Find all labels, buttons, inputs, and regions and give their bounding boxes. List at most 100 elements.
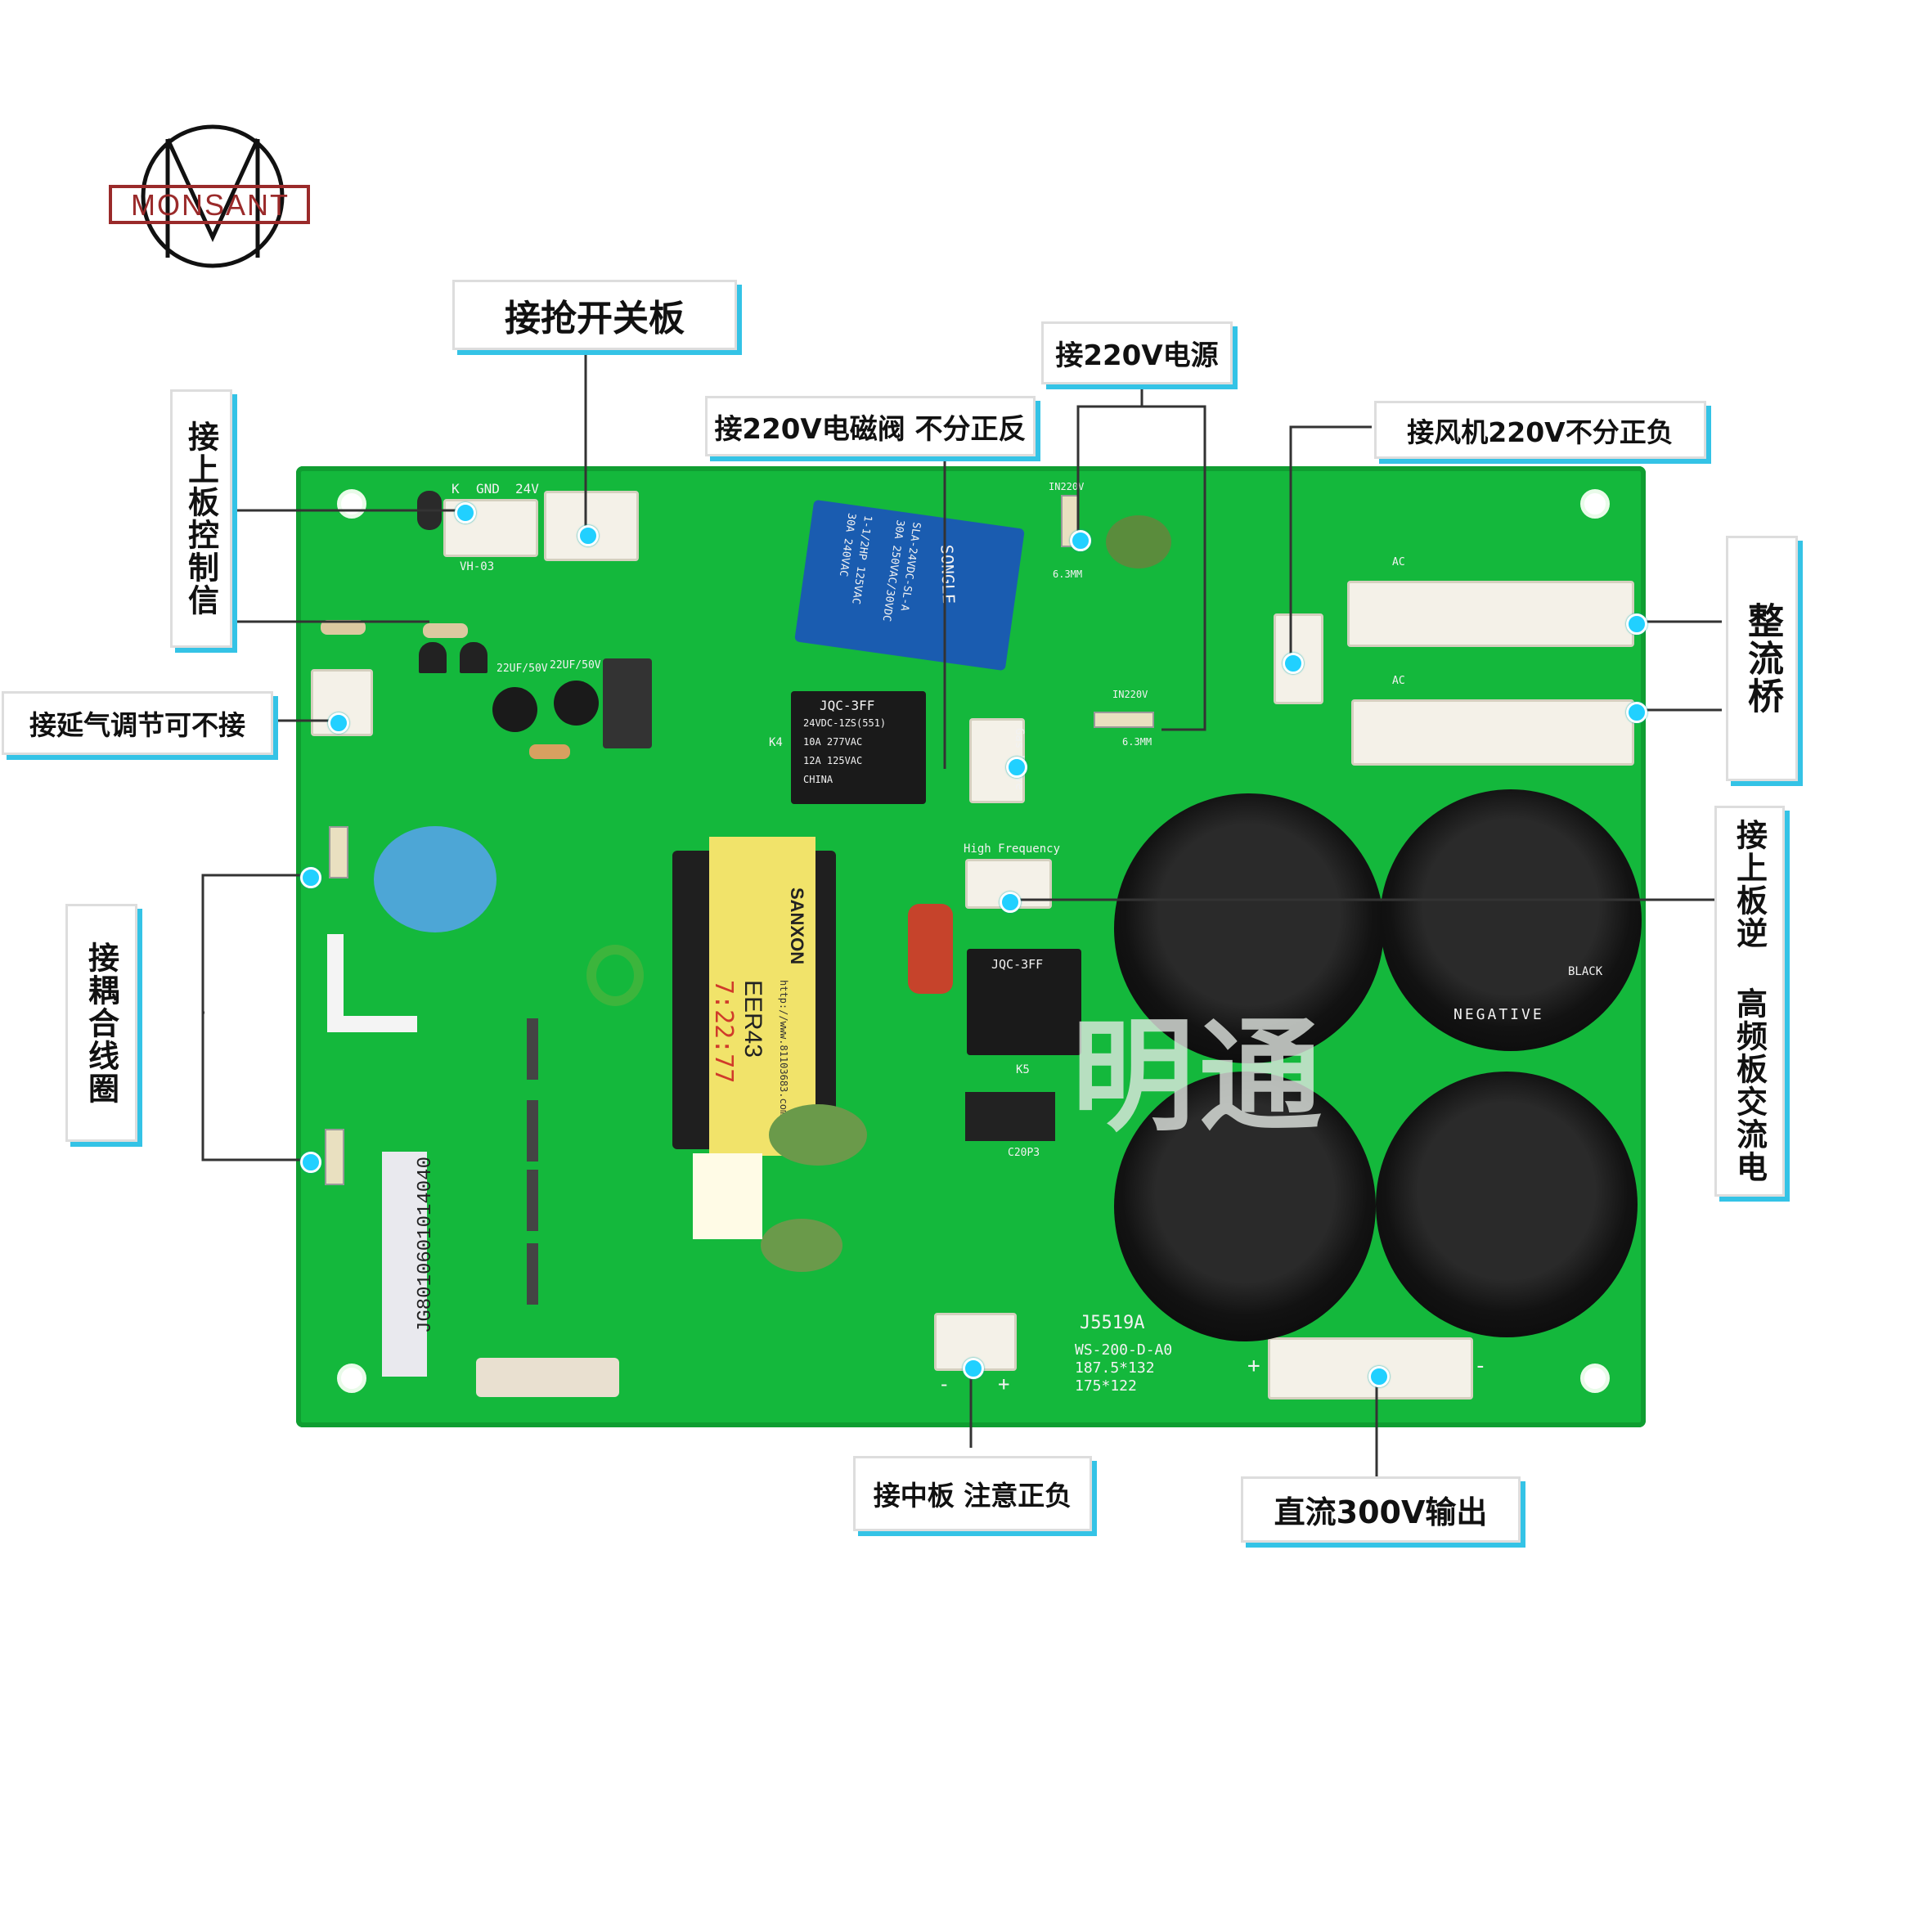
diode — [527, 1018, 538, 1080]
silk-minus: - — [938, 1373, 950, 1395]
silk-ac-1: AC — [1392, 556, 1405, 568]
serial-label: JG8010601014040 — [382, 1152, 437, 1377]
silk-cap2: 22UF/50V — [550, 659, 601, 672]
regulator — [603, 658, 652, 748]
electrolytic-capacitor — [1114, 1072, 1376, 1341]
power-resistor — [476, 1358, 619, 1397]
relay-k4-name: JQC-3FF — [820, 698, 875, 713]
connector-dot-icon — [1006, 757, 1027, 778]
callout-dc-output: 直流300V输出 — [1241, 1476, 1521, 1543]
silk-mm2: 6.3MM — [1122, 736, 1152, 748]
connector-dot-icon — [1626, 613, 1647, 635]
relay-k4-line-4: CHINA — [803, 774, 833, 785]
relay-k5-name: JQC-3FF — [991, 957, 1044, 972]
mount-hole — [1580, 489, 1610, 519]
callout-gun-switch: 接抢开关板 — [452, 280, 737, 350]
resistor — [529, 744, 570, 759]
connector-dot-icon — [1283, 653, 1304, 674]
connector-dot-icon — [1000, 892, 1021, 913]
silk-plus: + — [998, 1373, 1010, 1395]
electrolytic-capacitor — [1376, 1072, 1638, 1337]
relay-k4: JQC-3FF 24VDC-1ZS(551) 10A 277VAC 12A 12… — [791, 691, 926, 804]
callout-mid-board: 接中板 注意正负 — [853, 1456, 1092, 1531]
silk-ac-2: AC — [1392, 675, 1405, 687]
silk-board-id: J5519A — [1080, 1313, 1145, 1333]
watermark: 明通 — [1072, 1006, 1328, 1148]
diode — [527, 1170, 538, 1231]
mosfet — [965, 1092, 1055, 1141]
silk-in220-2: IN220V — [1112, 689, 1148, 700]
mount-hole — [337, 1364, 366, 1393]
capacitor-small — [492, 687, 537, 732]
silk-k4: K4 — [769, 736, 783, 749]
pcb-board: K GND 24V VH-03 22UF/50V 22UF/50V SONGLE… — [296, 466, 1646, 1427]
callout-solenoid: 接220V电磁阀 不分正反 — [705, 396, 1036, 456]
electrolytic-capacitor: NEGATIVE BLACK — [1380, 789, 1642, 1051]
callout-power-220: 接220V电源 — [1041, 321, 1233, 384]
logo-icon — [109, 124, 310, 268]
choke-coil — [374, 826, 496, 932]
silk-vh03: VH-03 — [460, 560, 495, 573]
ntc — [761, 1219, 842, 1272]
connector-dot-icon — [300, 867, 321, 888]
connector-dot-icon — [1070, 530, 1091, 551]
connector-dot-icon — [300, 1152, 321, 1173]
cap-black: BLACK — [1568, 965, 1603, 978]
capacitor-red — [908, 904, 953, 994]
silk-in220-1: IN220V — [1049, 481, 1085, 492]
silk-outline — [327, 1016, 417, 1032]
silk-high-frequency: High Frequency — [964, 842, 1061, 856]
relay-k5: JQC-3FF — [967, 949, 1081, 1055]
cap-negative: NEGATIVE — [1453, 1006, 1544, 1023]
capacitor-small — [554, 681, 599, 726]
resistor — [321, 620, 366, 635]
transistor — [460, 642, 487, 673]
callout-rectifier: 整流桥 — [1726, 536, 1798, 781]
silk-dim2: 175*122 — [1075, 1377, 1137, 1395]
silk-cap1: 22UF/50V — [496, 663, 548, 675]
silk-gnd: GND — [476, 481, 500, 496]
connector-dot-icon — [577, 525, 599, 546]
callout-coupling-coil: 接耦合线圈 — [65, 904, 137, 1142]
connector-dc-output — [1268, 1337, 1473, 1400]
silk-dim1: 187.5*132 — [1075, 1359, 1155, 1377]
ntc — [769, 1104, 867, 1166]
relay-k4-line-3: 12A 125VAC — [803, 755, 863, 766]
logo-text: MONSANT — [131, 188, 290, 222]
silk-k: K — [452, 481, 460, 496]
callout-inverter-ac: 接上板逆 高频板交流电 — [1714, 806, 1785, 1197]
electrolytic-capacitor — [1114, 793, 1384, 1063]
silk-dc-plus: + — [1247, 1354, 1260, 1378]
callout-upper-control: 接上板控制信 — [170, 389, 232, 648]
connector-dot-icon — [328, 712, 349, 734]
varistor — [1106, 515, 1171, 568]
relay-k4-line-1: 24VDC-1ZS(551) — [803, 717, 887, 729]
connector-rectifier-1 — [1347, 581, 1634, 647]
silk-dc-minus: - — [1474, 1354, 1487, 1378]
transistor — [419, 642, 447, 673]
callout-delay-gas: 接延气调节可不接 — [2, 691, 273, 755]
resistor — [423, 623, 468, 638]
silk-c2073: C20P3 — [1008, 1147, 1040, 1159]
connector-dot-icon — [1368, 1366, 1390, 1387]
silk-k5: K5 — [1016, 1063, 1030, 1076]
silk-24v: 24V — [515, 481, 539, 496]
brand-logo: MONSANT — [106, 115, 319, 278]
mount-hole — [337, 489, 366, 519]
mount-hole — [1580, 1364, 1610, 1393]
transformer-label: SANXON EER43 7:22:77 http://www.81103683… — [709, 837, 815, 1156]
terminal-coil — [329, 826, 348, 878]
connector-dot-icon — [455, 502, 476, 523]
fuse-block — [693, 1153, 762, 1239]
connector-dot-icon — [963, 1358, 984, 1379]
connector-rectifier-2 — [1351, 699, 1634, 766]
diode — [527, 1100, 538, 1161]
connector-dot-icon — [1626, 702, 1647, 723]
terminal-coil — [325, 1129, 344, 1185]
diode — [527, 1243, 538, 1305]
callout-fan: 接风机220V不分正负 — [1374, 401, 1706, 459]
silk-model: WS-200-D-A0 — [1075, 1341, 1173, 1359]
silk-mm1: 6.3MM — [1053, 568, 1083, 580]
silk-outline — [327, 934, 344, 1032]
